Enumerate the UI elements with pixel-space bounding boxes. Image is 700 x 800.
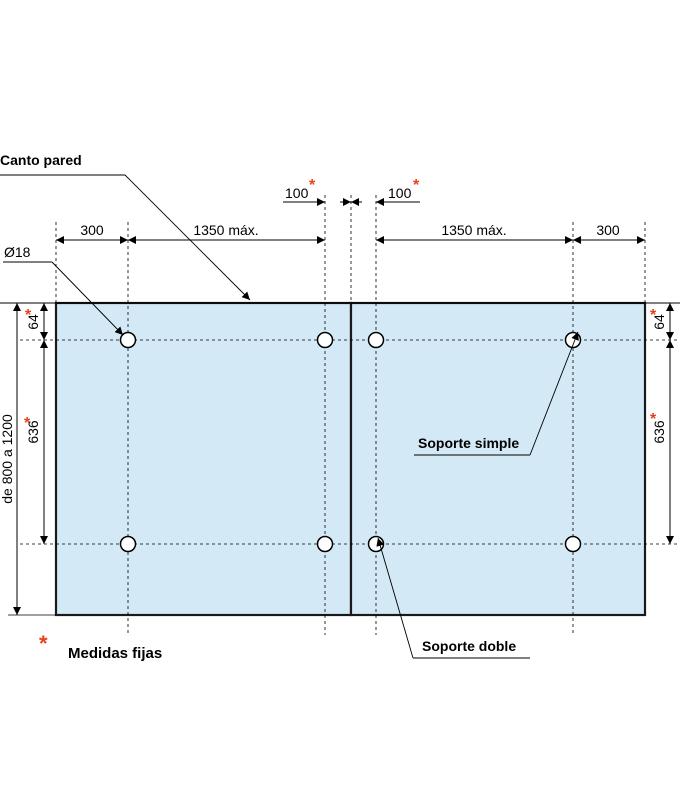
fixed-asterisk: *: [413, 177, 420, 194]
vertical-dimension-lines: [13, 303, 674, 615]
hole: [564, 535, 582, 553]
hole: [119, 331, 137, 349]
hole: [316, 331, 334, 349]
double-support-label: Soporte doble: [422, 638, 516, 654]
legend-asterisk: *: [39, 631, 48, 656]
fixed-asterisk: *: [25, 307, 32, 324]
top-dimension-lines: [56, 198, 645, 244]
wall-edge-label: Canto pared: [0, 152, 82, 168]
dim-right-span: 1350 máx.: [441, 222, 506, 238]
support-holes: [119, 331, 582, 553]
dim-top-offset-left: 64: [25, 314, 41, 330]
hole: [367, 331, 385, 349]
hole: [119, 535, 137, 553]
hole-diameter-label: Ø18: [4, 244, 31, 260]
dim-right-margin: 300: [596, 222, 620, 238]
leader-lines: [0, 174, 579, 659]
dim-top-offset-right: 64: [651, 314, 667, 330]
fixed-asterisk: *: [650, 307, 657, 324]
hole: [316, 535, 334, 553]
dim-gap-left: 100: [285, 185, 309, 201]
dim-vertical-spacing-left: 636: [25, 420, 41, 444]
dim-total-depth: de 800 a 1200: [0, 414, 15, 504]
fixed-asterisk: *: [309, 177, 316, 194]
dim-left-margin: 300: [80, 222, 104, 238]
fixed-measures-label: Medidas fijas: [68, 645, 162, 662]
right-panel: [349, 301, 647, 617]
dim-gap-right: 100: [388, 185, 412, 201]
left-panel: [54, 301, 353, 617]
fixed-asterisk: *: [24, 415, 31, 432]
single-support-label: Soporte simple: [418, 435, 519, 451]
dim-vertical-spacing-right: 636: [651, 420, 667, 444]
fixed-asterisk: *: [650, 411, 657, 428]
dim-left-span: 1350 máx.: [193, 222, 258, 238]
